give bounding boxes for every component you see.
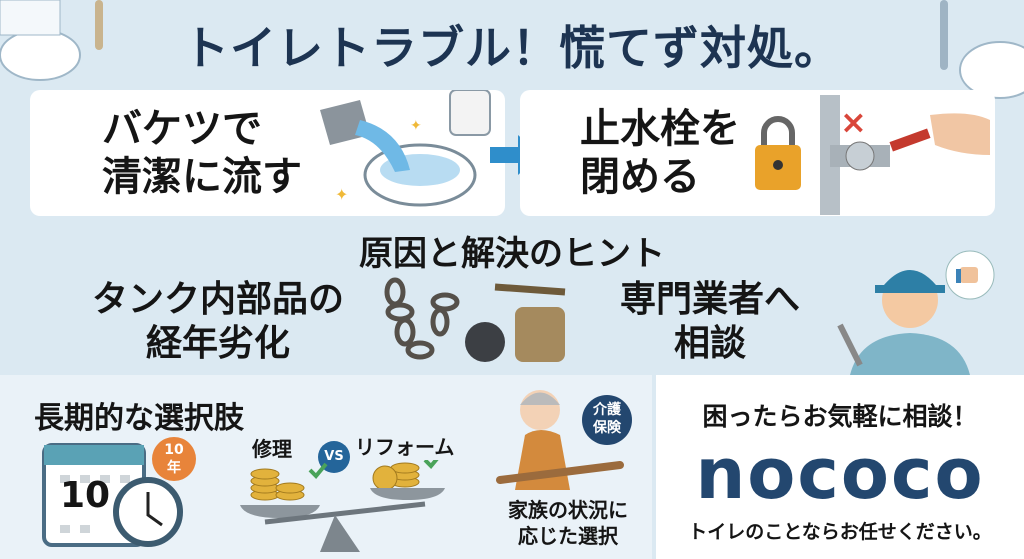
long-term-heading: 長期的な選択肢	[34, 401, 244, 436]
repair-label: 修理	[252, 437, 292, 461]
sink-icon	[940, 0, 1024, 99]
cause-text: タンク内部品の 経年劣化	[78, 278, 358, 366]
svg-text:×: ×	[840, 103, 867, 141]
cause-line2: 経年劣化	[145, 323, 290, 364]
reform-label: リフォーム	[355, 435, 455, 459]
plumber-thumbs-up-icon	[837, 250, 995, 375]
care-line1: 介護	[593, 402, 621, 418]
svg-text:✦: ✦	[410, 118, 422, 134]
solution-text: 専門業者へ 相談	[600, 278, 820, 366]
solution-line2: 相談	[673, 323, 746, 364]
bucket-pour-icon: ✦✦	[320, 90, 491, 207]
calendar-number: 10	[60, 475, 111, 516]
calendar-clock-icon	[42, 443, 183, 547]
balance-scale-icon	[240, 460, 445, 552]
step2-line1: 止水栓を	[580, 106, 740, 152]
cause-line1: タンク内部品の	[91, 279, 344, 320]
badge-line1: 10	[164, 442, 184, 458]
step-valve-card: 止水栓を 閉める ×	[520, 90, 995, 216]
step-flush-card: バケツで 清潔に流す ✦✦	[30, 90, 505, 216]
hints-heading: 原因と解決のヒント	[359, 234, 665, 274]
family-choice-text: 家族の状況に 応じた選択	[488, 497, 648, 549]
toilet-icon	[0, 0, 103, 81]
contact-panel: 困ったらお気軽に相談！ nococo トイレのことならお任せください。	[656, 375, 1024, 559]
solution-line1: 専門業者へ	[619, 279, 800, 320]
cta-tagline: トイレのことならお任せください。	[688, 521, 992, 543]
ten-year-badge: 10 年	[152, 437, 196, 481]
step1-line1: バケツで	[102, 106, 262, 152]
care-insurance-badge: 介護 保険	[582, 395, 632, 445]
badge-line2: 年	[167, 460, 181, 476]
shutoff-valve-icon: ×	[755, 95, 990, 215]
brand-logo: nococo	[695, 433, 985, 515]
family-line2: 応じた選択	[518, 524, 618, 548]
care-line2: 保険	[593, 420, 621, 436]
worn-tank-parts-icon	[384, 277, 566, 362]
page-title: トイレトラブル！慌てず対処。	[183, 21, 841, 75]
cta-heading: 困ったらお気軽に相談！	[702, 402, 978, 431]
elderly-handrail-icon	[496, 390, 624, 490]
family-line1: 家族の状況に	[508, 498, 628, 522]
long-term-options-panel: 長期的な選択肢 10 10 年 修理 VS リフォーム 介護 保険 家族の状況に…	[0, 375, 652, 559]
step1-line2: 清潔に流す	[102, 154, 302, 200]
step2-line2: 閉める	[580, 154, 700, 200]
svg-text:✦: ✦	[335, 185, 348, 204]
